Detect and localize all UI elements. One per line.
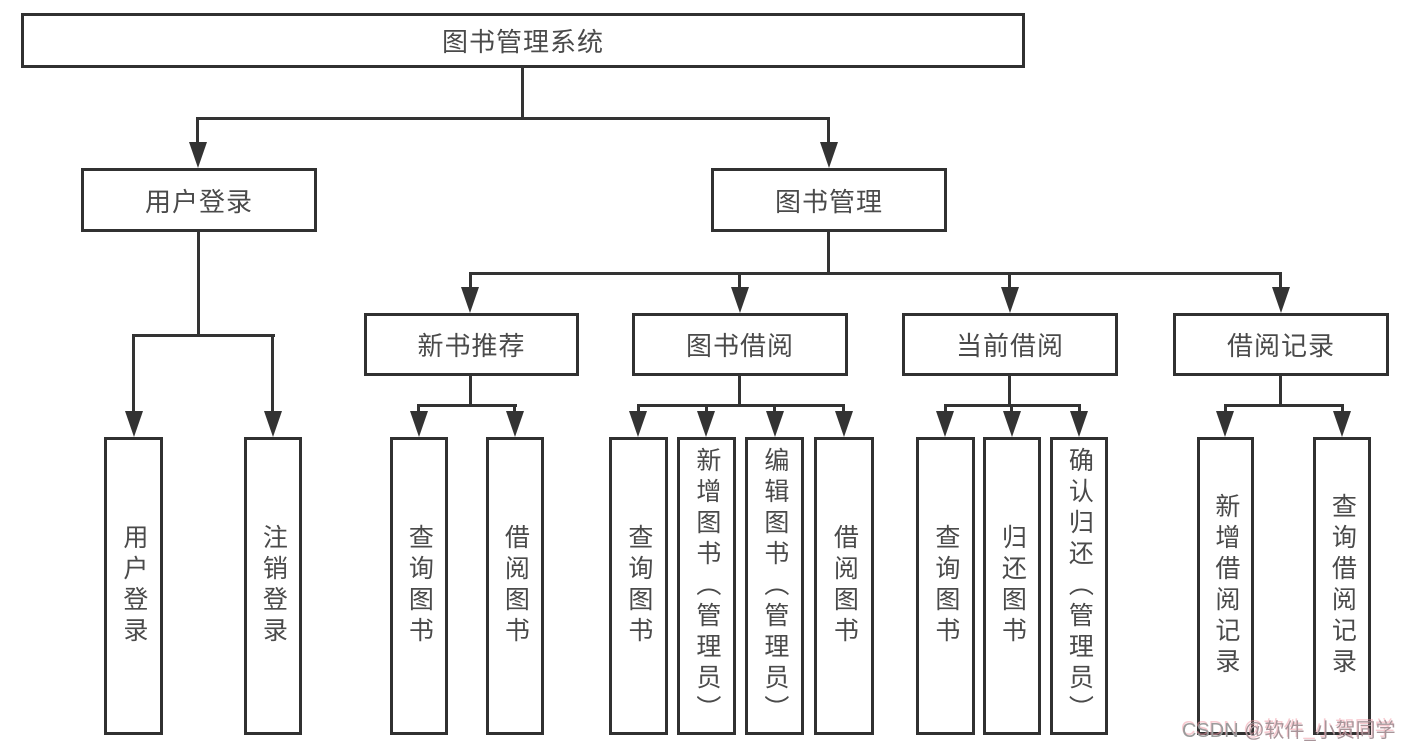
connector-root-branch bbox=[197, 117, 830, 120]
connector-records-drop-1 bbox=[1224, 404, 1227, 414]
connector-borrow-drop-3 bbox=[773, 404, 776, 414]
arrow-down-icon bbox=[1216, 411, 1234, 437]
watermark-brand: CSDN bbox=[1182, 720, 1245, 742]
connector-user-login-drop-2 bbox=[271, 334, 274, 413]
leaf-edit-books-admin: 编辑图书（管理员） bbox=[745, 437, 804, 735]
connector-book-mgmt-branch bbox=[470, 272, 1282, 275]
connector-borrow-drop-2 bbox=[705, 404, 708, 414]
node-book-management: 图书管理 bbox=[711, 168, 947, 232]
leaf-query-books-recommend: 查询图书 bbox=[390, 437, 448, 735]
leaf-add-books-admin: 新增图书（管理员） bbox=[677, 437, 736, 735]
arrow-down-icon bbox=[731, 287, 749, 313]
connector-book-mgmt-drop-4 bbox=[1279, 272, 1282, 290]
connector-current-drop-3 bbox=[1078, 404, 1081, 414]
connector-records-stem bbox=[1279, 375, 1282, 406]
connector-user-login-drop-1 bbox=[132, 334, 135, 413]
node-book-borrow: 图书借阅 bbox=[632, 313, 848, 376]
leaf-add-borrow-record: 新增借阅记录 bbox=[1197, 437, 1254, 735]
arrow-down-icon bbox=[629, 411, 647, 437]
arrow-down-icon bbox=[461, 287, 479, 313]
connector-recommend-stem bbox=[469, 375, 472, 406]
leaf-query-books-current: 查询图书 bbox=[916, 437, 975, 735]
leaf-user-login: 用户登录 bbox=[104, 437, 163, 735]
connector-current-drop-2 bbox=[1010, 404, 1013, 414]
leaf-borrow-books: 借阅图书 bbox=[814, 437, 874, 735]
leaf-query-books-borrow: 查询图书 bbox=[609, 437, 668, 735]
node-new-book-recommend: 新书推荐 bbox=[364, 313, 579, 376]
connector-current-drop-1 bbox=[944, 404, 947, 414]
arrow-down-icon bbox=[1003, 411, 1021, 437]
arrow-down-icon bbox=[835, 411, 853, 437]
connector-recommend-drop-1 bbox=[417, 404, 420, 414]
leaf-logout: 注销登录 bbox=[244, 437, 302, 735]
connector-root-stem bbox=[521, 66, 524, 119]
connector-records-branch bbox=[1224, 404, 1343, 407]
connector-book-mgmt-drop-3 bbox=[1008, 272, 1011, 290]
arrow-down-icon bbox=[1333, 411, 1351, 437]
node-current-borrow: 当前借阅 bbox=[902, 313, 1118, 376]
arrow-down-icon bbox=[506, 411, 524, 437]
arrow-down-icon bbox=[820, 142, 838, 168]
connector-book-mgmt-drop-1 bbox=[469, 272, 472, 290]
connector-root-left-drop bbox=[196, 117, 199, 144]
leaf-confirm-return-admin: 确认归还（管理员） bbox=[1050, 437, 1108, 735]
connector-borrow-branch bbox=[637, 404, 845, 407]
arrow-down-icon bbox=[410, 411, 428, 437]
connector-current-stem bbox=[1008, 375, 1011, 406]
leaf-query-borrow-record: 查询借阅记录 bbox=[1313, 437, 1371, 735]
connector-book-mgmt-drop-2 bbox=[738, 272, 741, 290]
connector-borrow-drop-4 bbox=[842, 404, 845, 414]
arrow-down-icon bbox=[766, 411, 784, 437]
arrow-down-icon bbox=[189, 142, 207, 168]
connector-borrow-stem bbox=[738, 375, 741, 406]
leaf-borrow-books-recommend: 借阅图书 bbox=[486, 437, 544, 735]
watermark-handle: @软件_小贺同学 bbox=[1244, 720, 1396, 742]
connector-book-mgmt-stem bbox=[827, 231, 830, 275]
node-borrow-records: 借阅记录 bbox=[1173, 313, 1389, 376]
connector-user-login-branch bbox=[132, 334, 275, 337]
connector-recommend-branch bbox=[417, 404, 517, 407]
node-root-library-system: 图书管理系统 bbox=[21, 13, 1025, 68]
node-user-login: 用户登录 bbox=[81, 168, 317, 232]
arrow-down-icon bbox=[1272, 287, 1290, 313]
connector-borrow-drop-1 bbox=[637, 404, 640, 414]
arrow-down-icon bbox=[697, 411, 715, 437]
connector-root-right-drop bbox=[827, 117, 830, 144]
arrow-down-icon bbox=[936, 411, 954, 437]
watermark: CSDN @软件_小贺同学 bbox=[1182, 714, 1396, 743]
connector-records-drop-2 bbox=[1341, 404, 1344, 414]
arrow-down-icon bbox=[264, 411, 282, 437]
arrow-down-icon bbox=[125, 411, 143, 437]
leaf-return-books: 归还图书 bbox=[983, 437, 1041, 735]
arrow-down-icon bbox=[1070, 411, 1088, 437]
connector-recommend-drop-2 bbox=[513, 404, 516, 414]
connector-user-login-stem bbox=[197, 231, 200, 336]
arrow-down-icon bbox=[1001, 287, 1019, 313]
